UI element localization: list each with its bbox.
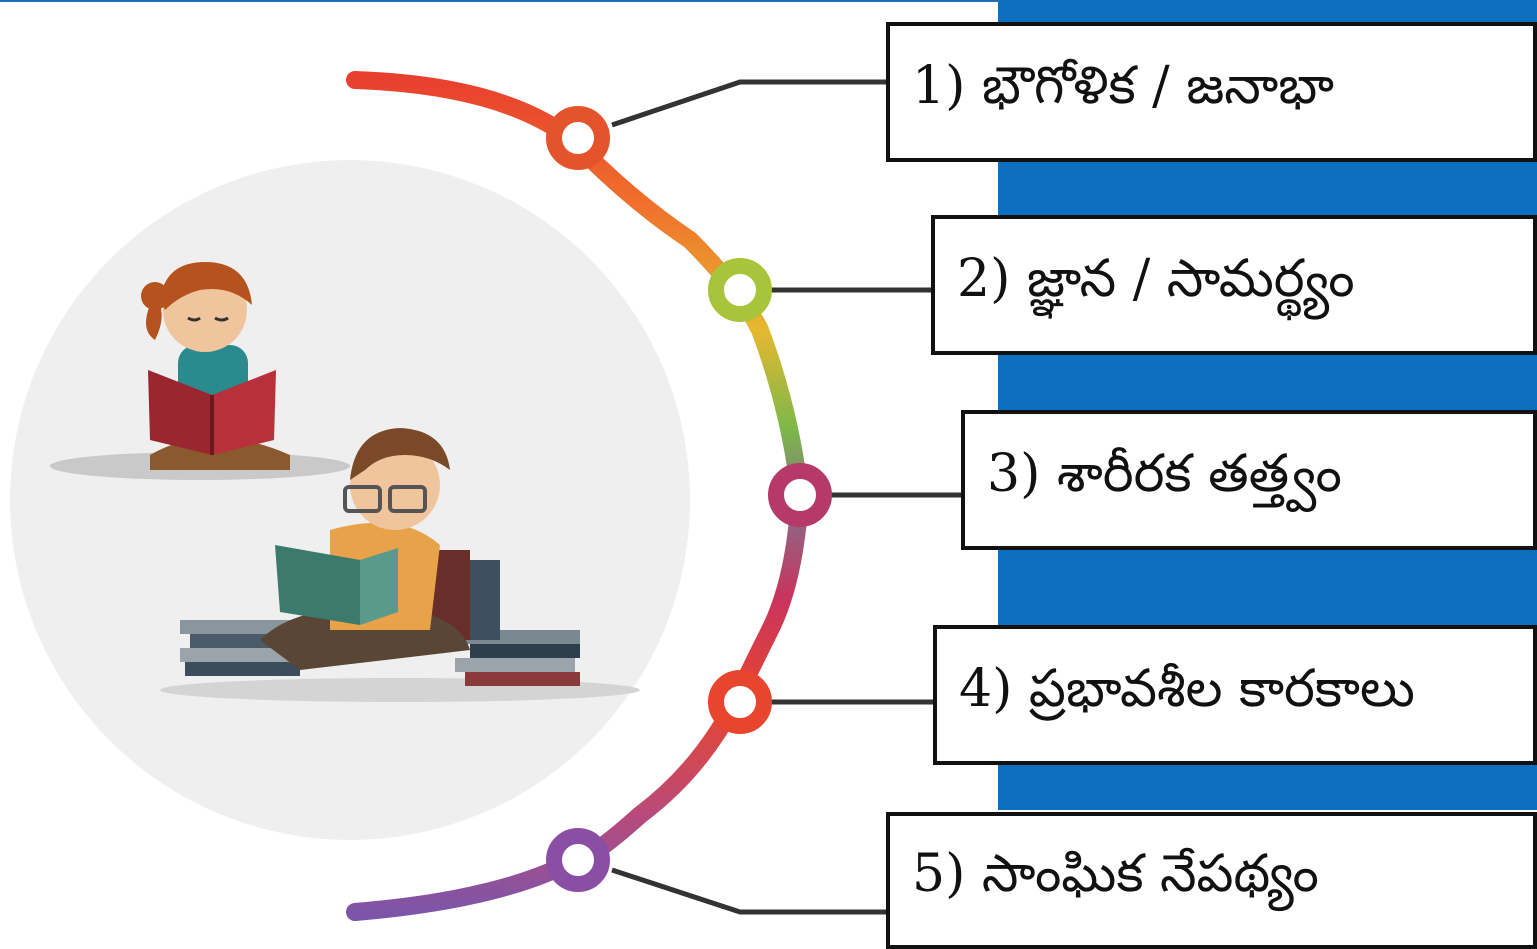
factor-3-label: 3) శారీరక తత్త్వం xyxy=(987,443,1342,504)
top-rule xyxy=(0,0,1000,2)
node-4-icon xyxy=(708,670,772,734)
reading-children-illustration xyxy=(50,262,640,702)
node-2-icon xyxy=(708,258,772,322)
connector-1 xyxy=(611,79,890,128)
factor-2-box: 2) జ్ఞాన / సామర్థ్యం xyxy=(931,215,1537,355)
factor-5-label: 5) సాంఘిక నేపథ్యం xyxy=(912,844,1319,904)
factor-1-label: 1) భౌగోళిక / జనాభా xyxy=(912,55,1334,116)
factor-1-box: 1) భౌగోళిక / జనాభా xyxy=(886,22,1537,162)
factor-4-label: 4) ప్రభావశీల కారకాలు xyxy=(959,658,1415,719)
node-1-icon xyxy=(546,106,610,170)
factor-4-box: 4) ప్రభావశీల కారకాలు xyxy=(933,625,1537,765)
node-3-icon xyxy=(768,463,832,527)
node-5-icon xyxy=(546,828,610,892)
factor-5-box: 5) సాంఘిక నేపథ్యం xyxy=(886,812,1537,949)
illustration-background xyxy=(10,160,690,840)
connector-5 xyxy=(611,867,890,915)
connectors xyxy=(611,79,965,915)
factor-3-box: 3) శారీరక తత్త్వం xyxy=(961,410,1537,550)
factor-2-label: 2) జ్ఞాన / సామర్థ్యం xyxy=(957,248,1355,309)
